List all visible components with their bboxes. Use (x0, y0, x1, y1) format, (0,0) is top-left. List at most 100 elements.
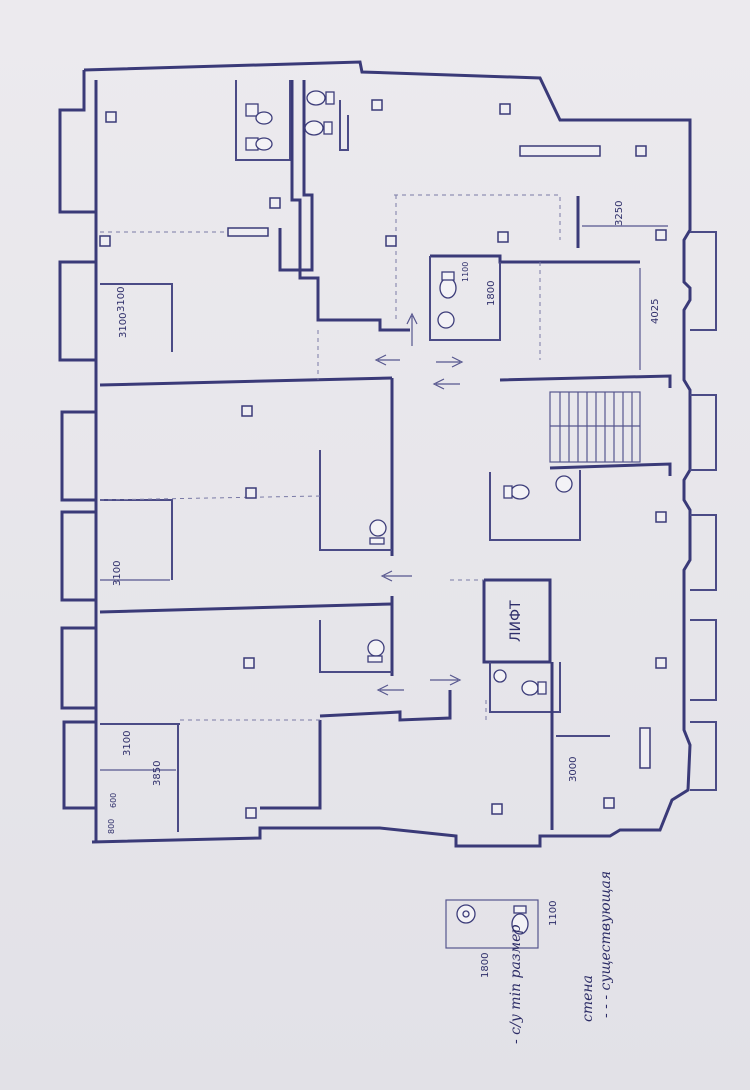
dim-3100-a: 3100 (116, 287, 127, 312)
arrow-icon (430, 674, 462, 686)
lift-shaft (482, 578, 552, 664)
left-bay-5 (60, 626, 96, 710)
staircase (549, 391, 641, 463)
wc-left-2 (319, 620, 392, 673)
legend-toilet-icon (511, 905, 529, 935)
arrow-icon (436, 356, 464, 368)
left-facade-wall (83, 60, 692, 848)
right-bay-1 (690, 231, 717, 331)
column (655, 229, 667, 241)
right-wc-lower (489, 662, 561, 713)
column (655, 657, 667, 669)
lift-label: ЛИФТ (508, 600, 524, 642)
column (499, 103, 511, 115)
column (105, 111, 117, 123)
stepped-wall-inner (278, 80, 314, 272)
right-bay-5 (690, 721, 717, 791)
column (245, 807, 257, 819)
dim-4025: 4025 (650, 299, 661, 324)
toilet-icon (304, 120, 333, 136)
existing-walls-dashed (99, 194, 561, 721)
wc-left-1 (319, 450, 392, 551)
right-wc-block (430, 254, 640, 264)
column (243, 657, 255, 669)
sink-icon (555, 475, 573, 493)
arrow-icon (374, 354, 400, 366)
column (519, 145, 601, 157)
column (497, 231, 509, 243)
dim-3000: 3000 (568, 757, 579, 782)
dimension-lines (100, 225, 668, 771)
column (241, 405, 253, 417)
dim-3850: 3850 (152, 761, 163, 786)
toilet-icon (521, 680, 547, 696)
room-divider-2 (99, 602, 393, 614)
columns (99, 99, 667, 819)
column (635, 145, 647, 157)
left-bay-6 (62, 720, 96, 810)
corridor-stub-top (339, 100, 349, 151)
column (491, 803, 503, 815)
sink-icon (437, 311, 455, 329)
dim-600: 600 (109, 793, 118, 808)
wc-block-top-left (235, 80, 291, 161)
left-bay-3 (60, 410, 96, 502)
stair-hall-top (499, 374, 672, 388)
dim-3250: 3250 (614, 201, 625, 226)
column (655, 511, 667, 523)
column (245, 487, 257, 499)
right-bay-4 (690, 619, 717, 701)
legend: 1800 1100 - с/у min размер - - - существ… (480, 871, 614, 1044)
dim-3100-d: 3100 (122, 731, 133, 756)
right-bay-3 (690, 514, 717, 591)
toilet-icon (245, 103, 273, 125)
flow-arrows (374, 312, 464, 696)
corridor-left-wall-3 (260, 720, 322, 810)
arrow-icon (380, 570, 412, 582)
dim-1100: 1100 (461, 262, 470, 282)
dimension-labels: 3250 1100 1800 4025 3100 3100 3100 3100 … (107, 201, 661, 834)
column (371, 99, 383, 111)
room-3850 (100, 723, 179, 832)
toilet-icon (245, 137, 273, 151)
legend-wc-size-text: - с/у min размер (508, 925, 524, 1044)
column (603, 797, 615, 809)
legend-existing-walls-2: стена (580, 975, 596, 1022)
toilet-icon (369, 519, 387, 545)
left-bay-2 (58, 260, 96, 362)
toilet-icon (367, 639, 385, 663)
column (269, 197, 281, 209)
room-3100-a (100, 283, 173, 352)
right-bay-2 (690, 394, 717, 471)
interior-walls (99, 80, 672, 832)
left-bay-1 (58, 70, 96, 214)
arrow-icon (432, 378, 460, 390)
legend-existing-walls-1: - - - существующая (598, 871, 614, 1018)
stepped-wall-upper (290, 80, 410, 332)
sink-icon (493, 669, 507, 683)
toilet-icon (503, 484, 530, 500)
dim-3100-c: 3100 (112, 561, 123, 586)
legend-wc-width: 1800 (480, 953, 491, 978)
corridor-bottom-stair (319, 690, 452, 722)
dim-800: 800 (107, 819, 116, 834)
legend-sink-icon (456, 904, 476, 924)
dim-1800: 1800 (486, 281, 497, 306)
left-bay-4 (60, 510, 96, 602)
right-wc-middle (489, 470, 581, 541)
sanitary-fixtures (245, 90, 573, 949)
toilet-icon (439, 271, 457, 299)
outer-walls (58, 60, 717, 848)
room-divider-1 (99, 376, 393, 387)
right-wc-inner (429, 256, 501, 341)
arrow-icon (376, 684, 404, 696)
column (639, 727, 651, 769)
legend-wc-height: 1100 (548, 901, 559, 926)
column (227, 227, 269, 237)
room-3100-b (100, 499, 173, 580)
column (99, 235, 111, 247)
arrow-icon (406, 312, 418, 346)
column (385, 235, 397, 247)
